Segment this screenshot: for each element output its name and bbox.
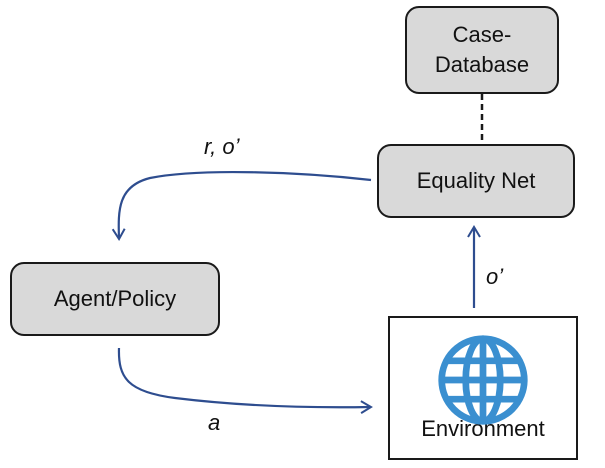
equality-net-label: Equality Net xyxy=(416,168,536,194)
arrow-net-to-agent xyxy=(111,170,372,241)
equality-net-node: Equality Net xyxy=(377,144,575,218)
agent-policy-label: Agent/Policy xyxy=(53,286,177,312)
agent-policy-node: Agent/Policy xyxy=(10,262,220,336)
case-database-node: Case- Database xyxy=(405,6,559,94)
case-database-label-line2: Database xyxy=(434,52,530,77)
environment-node: Environment xyxy=(388,316,578,460)
arrow-agent-to-env xyxy=(117,347,373,414)
case-database-label-line1: Case- xyxy=(452,22,512,48)
edge-label-net-to-agent: r, o’ xyxy=(204,134,240,159)
edge-label-env-to-net: o’ xyxy=(486,264,504,289)
globe-icon xyxy=(438,335,528,425)
edge-label-agent-to-env: a xyxy=(208,410,221,435)
